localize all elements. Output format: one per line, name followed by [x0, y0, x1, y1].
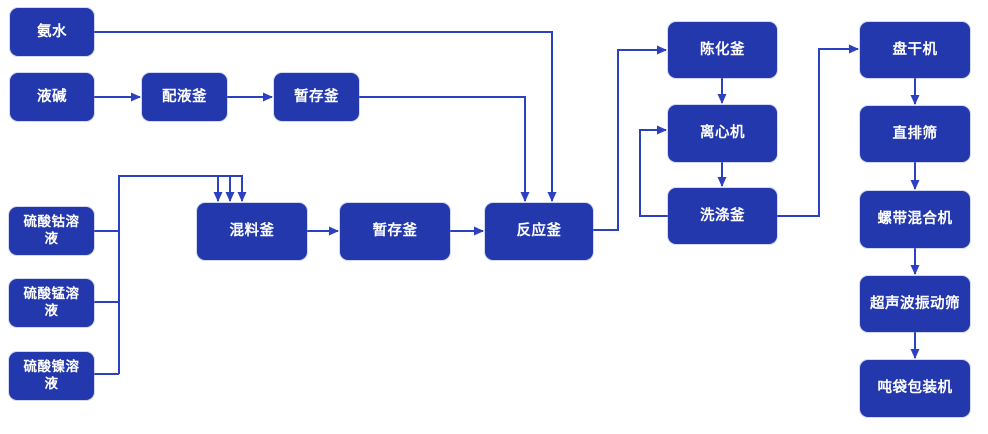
node-washing-kettle: 洗涤釜	[668, 188, 777, 244]
node-straight-discharge-sieve: 直排筛	[860, 106, 970, 162]
node-mixing-kettle: 混料釜	[197, 203, 307, 260]
node-reaction-kettle: 反应釜	[485, 203, 593, 260]
edge-washing-kettle-to-pan-dryer	[777, 44, 859, 217]
edge-ammonia-water-to-reaction-kettle	[94, 31, 557, 202]
node-nickel-sulfate-solution: 硫酸镍溶 液	[9, 352, 94, 400]
node-pan-dryer: 盘干机	[860, 22, 970, 78]
node-buffer-kettle-mid: 暂存釜	[340, 203, 450, 260]
edge-buffer-kettle-top-to-reaction-kettle	[359, 96, 530, 202]
node-manganese-sulfate-solution: 硫酸锰溶 液	[9, 279, 94, 327]
node-liquid-alkali: 液碱	[10, 73, 94, 121]
node-centrifuge: 离心机	[668, 105, 777, 162]
node-ribbon-mixer: 螺带混合机	[860, 191, 970, 248]
edge-feed-bus-to-mixing-kettle	[118, 175, 247, 374]
node-buffer-kettle-top: 暂存釜	[274, 73, 359, 121]
node-solution-prep-kettle: 配液釜	[142, 73, 227, 121]
node-ultrasonic-vibrating-sieve: 超声波振动筛	[860, 276, 970, 332]
node-ammonia-water: 氨水	[10, 8, 94, 56]
edge-reaction-kettle-to-aging-kettle	[593, 45, 667, 231]
edge-washing-kettle-to-centrifuge	[639, 125, 668, 217]
node-aging-kettle: 陈化釜	[668, 22, 777, 78]
node-cobalt-sulfate-solution: 硫酸钴溶 液	[9, 207, 94, 255]
node-ton-bag-packing-machine: 吨袋包装机	[860, 360, 970, 417]
